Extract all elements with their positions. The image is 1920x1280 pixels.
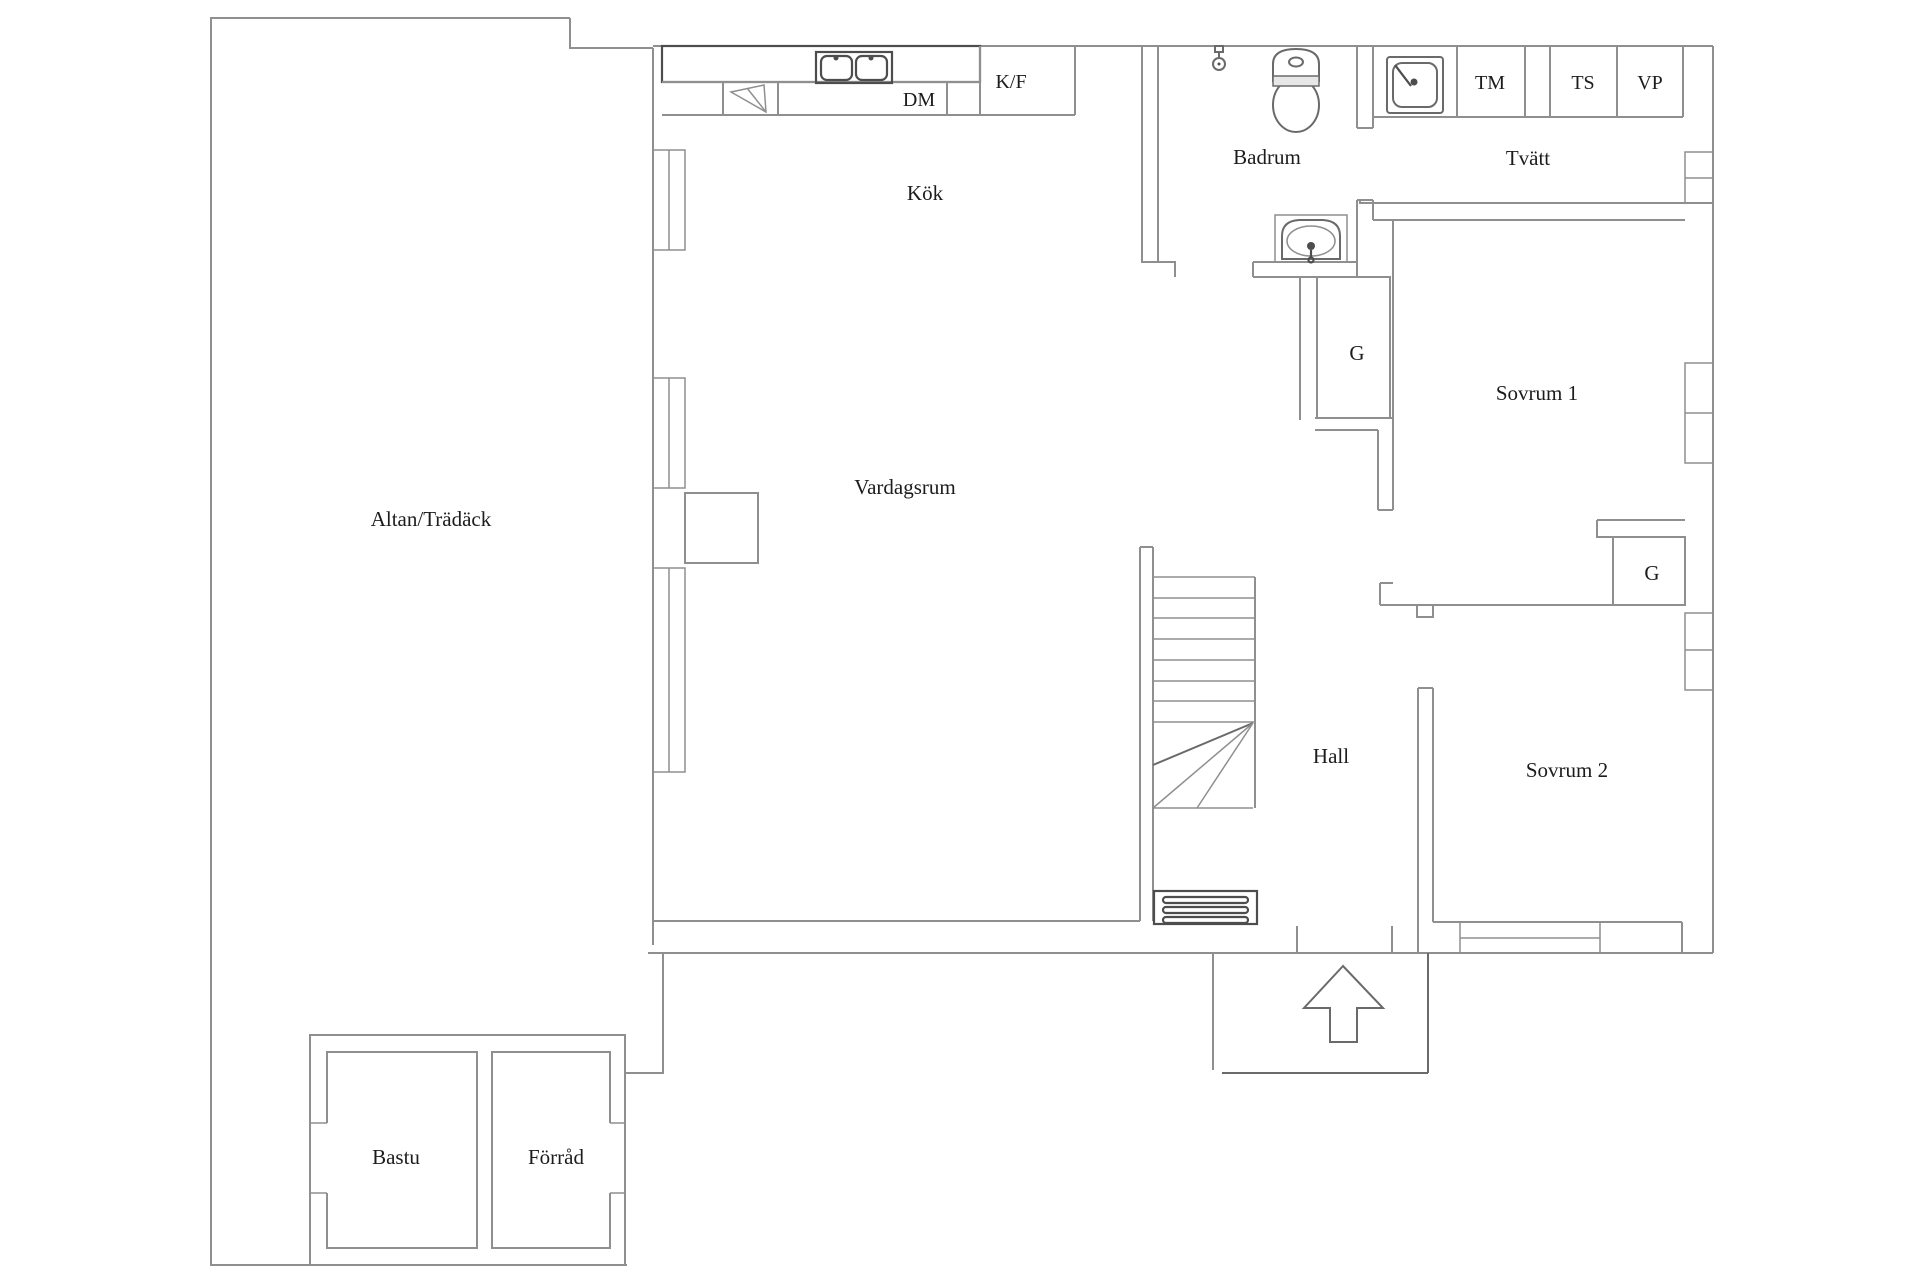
window-icon	[652, 567, 686, 773]
room-label-sovrum1: Sovrum 1	[1496, 381, 1578, 405]
room-label-sovrum2: Sovrum 2	[1526, 758, 1608, 782]
staircase	[1139, 546, 1256, 921]
unit-label-dishwasher: DM	[903, 89, 935, 111]
laundry-sink-icon	[1386, 56, 1444, 114]
unit-label-wardrobe2: G	[1644, 561, 1659, 585]
window-icon	[1684, 612, 1714, 691]
deck-outline	[210, 17, 664, 1266]
bastu-walls	[326, 1051, 478, 1249]
entrance-arrow-icon	[1301, 964, 1386, 1043]
shower-icon	[1212, 45, 1226, 71]
room-label-tvatt: Tvätt	[1506, 146, 1550, 170]
bedroom2-walls	[1296, 519, 1686, 954]
unit-label-dryer: TS	[1571, 72, 1594, 94]
room-label-hall: Hall	[1313, 744, 1349, 768]
bathroom-walls	[1141, 46, 1374, 420]
unit-label-fridge-freezer: K/F	[995, 71, 1026, 93]
kitchen-counter	[660, 44, 1076, 116]
entrance-porch	[1152, 889, 1429, 1074]
window-icon	[1684, 362, 1714, 464]
unit-label-washer: TM	[1475, 72, 1505, 94]
window-icon	[1459, 921, 1601, 954]
toilet-icon	[1272, 47, 1320, 133]
laundry-walls	[1359, 46, 1713, 221]
room-label-vardagsrum: Vardagsrum	[854, 475, 955, 499]
window-icon	[652, 377, 686, 489]
winder-steps	[1152, 722, 1254, 809]
kitchen-sink-icon	[814, 50, 894, 85]
garden-fence	[625, 953, 664, 1074]
room-label-bastu: Bastu	[372, 1145, 420, 1169]
room-label-altan: Altan/Trädäck	[371, 507, 492, 531]
labels: Altan/Trädäck Kök Vardagsrum Badrum Tvät…	[371, 71, 1663, 1169]
forrad-walls	[491, 1051, 611, 1249]
doormat-icon	[1152, 889, 1259, 926]
house-exterior-walls	[648, 45, 1714, 954]
outbuilding	[309, 1034, 626, 1266]
stove-icon	[728, 84, 767, 114]
right-wall-windows	[1684, 151, 1714, 691]
room-label-kok: Kök	[907, 181, 944, 205]
wardrobe-g1	[1316, 276, 1391, 419]
wardrobe-g2	[1612, 536, 1686, 606]
window-icon	[1684, 151, 1714, 204]
window-icon	[652, 149, 686, 251]
chimney	[684, 492, 759, 564]
unit-label-wardrobe1: G	[1349, 341, 1364, 365]
bedroom1-hall-walls	[1315, 220, 1394, 605]
bathroom-sink-icon	[1274, 214, 1348, 264]
unit-label-heatpump: VP	[1637, 72, 1663, 94]
left-wall-windows	[652, 149, 759, 773]
room-label-badrum: Badrum	[1233, 145, 1301, 169]
room-label-forrad: Förråd	[528, 1145, 584, 1169]
